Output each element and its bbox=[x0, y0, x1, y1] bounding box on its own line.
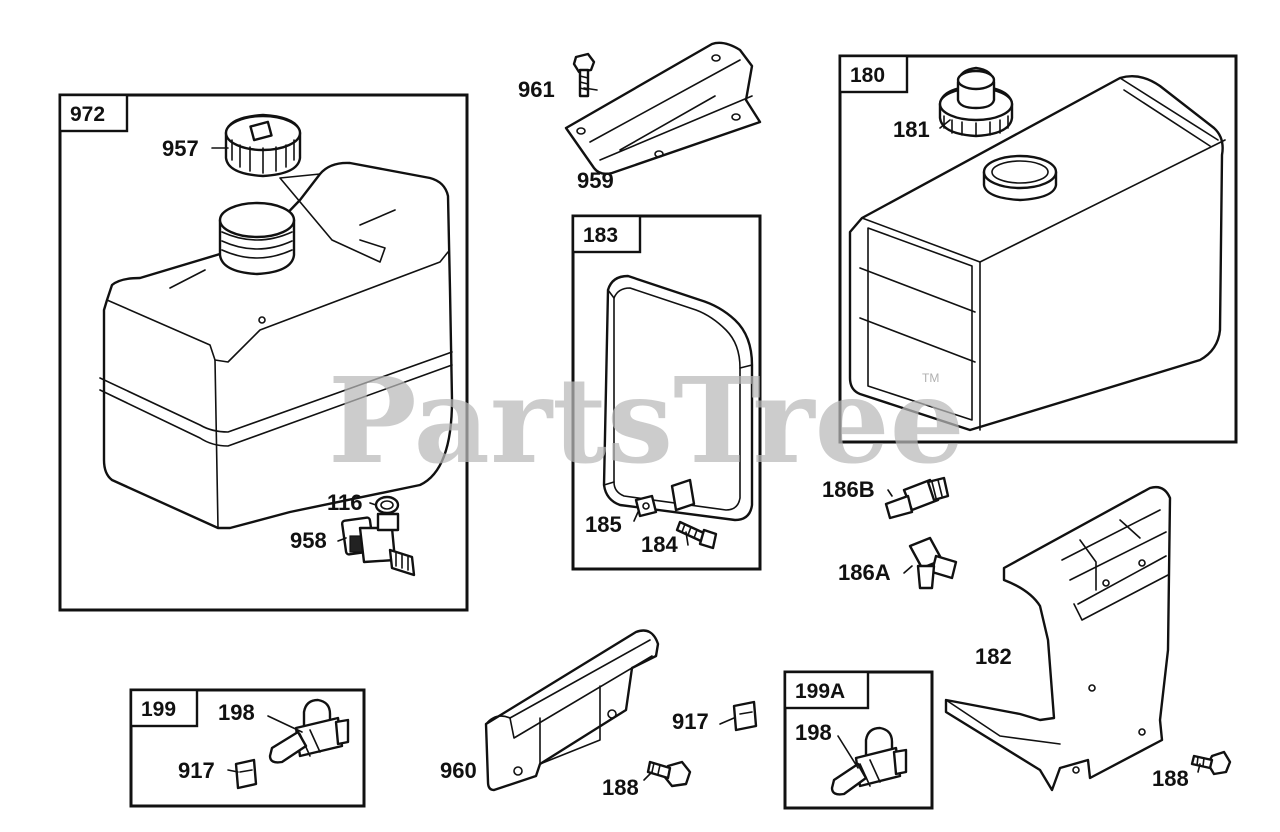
label-188-right: 188 bbox=[1152, 766, 1189, 791]
cap-181[interactable] bbox=[938, 66, 1014, 138]
label-198-right: 198 bbox=[795, 720, 832, 745]
group-183-box bbox=[571, 214, 762, 571]
fuel-tank-180[interactable] bbox=[848, 75, 1226, 432]
elbow-186a[interactable] bbox=[908, 536, 958, 590]
label-188-middle: 188 bbox=[602, 775, 639, 800]
group-972-box bbox=[58, 93, 469, 612]
label-959: 959 bbox=[577, 168, 614, 193]
bracket-959[interactable] bbox=[564, 41, 762, 176]
group-199a-tag: 199A bbox=[795, 680, 845, 703]
label-917-middle: 917 bbox=[672, 709, 709, 734]
clip-917-middle[interactable] bbox=[732, 700, 758, 732]
shutoff-valve-958[interactable] bbox=[340, 512, 416, 577]
bolt-188-right[interactable] bbox=[1190, 750, 1232, 776]
group-180-tag: 180 bbox=[850, 64, 885, 87]
label-186a: 186A bbox=[838, 560, 891, 585]
label-116: 116 bbox=[327, 490, 363, 515]
group-199-tag-box bbox=[129, 688, 199, 728]
leader-lines bbox=[211, 87, 1201, 781]
label-960: 960 bbox=[440, 758, 477, 783]
bracket-960[interactable] bbox=[484, 629, 660, 792]
fuel-cap-957[interactable] bbox=[224, 113, 302, 178]
watermark-tm: TM bbox=[922, 371, 939, 385]
tank-strap-183[interactable] bbox=[602, 274, 754, 522]
label-184: 184 bbox=[641, 532, 678, 557]
label-185: 185 bbox=[585, 512, 622, 537]
group-180-box bbox=[838, 54, 1238, 444]
group-972-tag-box bbox=[58, 93, 129, 133]
group-183-tag-box bbox=[571, 214, 642, 254]
label-917-left: 917 bbox=[178, 758, 215, 783]
screw-184[interactable] bbox=[675, 520, 718, 550]
label-957: 957 bbox=[162, 136, 199, 161]
label-186b: 186B bbox=[822, 477, 875, 502]
nut-185[interactable] bbox=[634, 494, 658, 518]
label-198-left: 198 bbox=[218, 700, 255, 725]
watermark: PartsTree bbox=[328, 351, 965, 490]
group-972-tag: 972 bbox=[70, 103, 105, 126]
group-199-tag: 199 bbox=[141, 698, 176, 721]
group-199a-tag-box bbox=[783, 670, 870, 710]
fuel-tank-972[interactable] bbox=[99, 161, 454, 530]
group-199-box bbox=[129, 688, 366, 808]
label-181: 181 bbox=[893, 117, 930, 142]
valve-198-right[interactable] bbox=[830, 726, 908, 796]
label-961: 961 bbox=[518, 77, 555, 102]
fitting-186b[interactable] bbox=[884, 476, 950, 520]
bolt-188-middle[interactable] bbox=[646, 760, 692, 788]
label-182: 182 bbox=[975, 644, 1012, 669]
bolt-961[interactable] bbox=[572, 52, 596, 98]
group-183-tag: 183 bbox=[583, 224, 618, 247]
bracket-182[interactable] bbox=[944, 485, 1172, 792]
group-180-tag-box bbox=[838, 54, 909, 94]
o-ring-116[interactable] bbox=[374, 495, 400, 515]
clip-917-left[interactable] bbox=[234, 758, 258, 790]
valve-198-left[interactable] bbox=[268, 698, 350, 764]
label-958: 958 bbox=[290, 528, 327, 553]
